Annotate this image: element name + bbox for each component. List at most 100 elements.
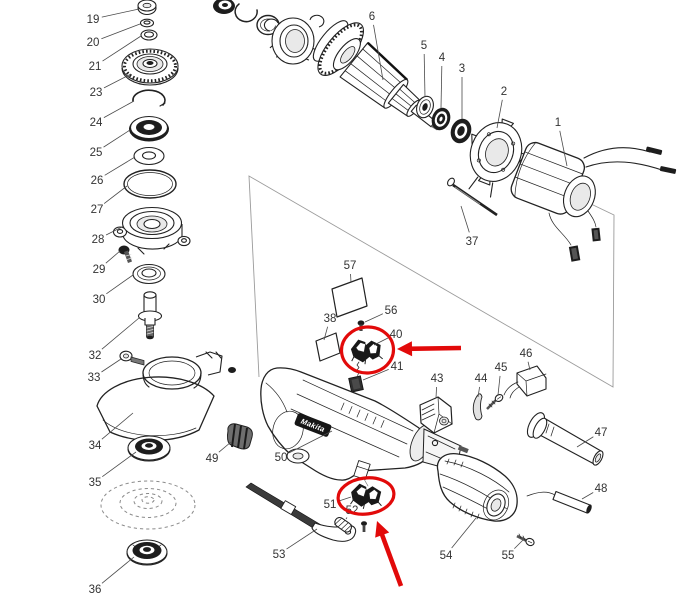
part-grinding-wheel-dashed	[100, 480, 196, 530]
part-5-bearing-retainer	[416, 95, 434, 119]
part-29-screw	[118, 245, 133, 263]
callout-44: 44	[475, 373, 488, 385]
leader-line-4	[440, 65, 443, 109]
leader-line-51	[338, 496, 352, 502]
part-40-brush-holder	[349, 337, 384, 366]
leader-line-48	[581, 492, 594, 500]
part-top-bearing	[213, 0, 235, 14]
callout-50: 50	[275, 452, 288, 464]
highlight-circle-lower-brush-holder	[336, 476, 396, 516]
callout-20: 20	[87, 37, 100, 49]
leader-line-29	[105, 250, 121, 264]
callout-41: 41	[391, 361, 404, 373]
leader-line-23	[103, 73, 132, 89]
leader-line-33	[101, 358, 122, 373]
callout-35: 35	[89, 477, 102, 489]
part-43-switch	[419, 396, 453, 434]
callout-57: 57	[344, 260, 357, 272]
part-34-wheel-guard	[96, 351, 236, 442]
callout-53: 53	[273, 549, 286, 561]
leader-line-53	[286, 528, 318, 550]
part-small-screw	[361, 521, 367, 532]
callout-29: 29	[93, 264, 106, 276]
part-55-screw	[516, 533, 535, 547]
part-48-sleeve	[526, 490, 592, 514]
part-44-lever	[472, 393, 483, 421]
callout-43: 43	[431, 373, 444, 385]
leader-line-24	[103, 100, 135, 118]
callout-leader-lines	[101, 8, 594, 584]
part-1-field-coil	[510, 141, 677, 262]
part-38-label-sticker	[315, 332, 341, 362]
callout-25: 25	[90, 147, 103, 159]
part-24-ring-spring	[132, 89, 166, 107]
leader-line-43	[435, 386, 437, 399]
callout-4: 4	[439, 52, 446, 64]
part-46-capacitor	[503, 365, 547, 399]
part-47-side-handle	[526, 412, 604, 466]
callout-3: 3	[459, 63, 465, 75]
part-49-cap	[226, 423, 253, 450]
callout-28: 28	[92, 234, 105, 246]
highlight-arrow-upper-shaft	[406, 345, 462, 352]
leader-line-49	[218, 441, 232, 453]
leader-line-2	[496, 99, 503, 129]
leader-line-37	[460, 205, 470, 233]
leader-line-1	[559, 130, 568, 167]
highlight-arrow-upper-head	[397, 341, 413, 357]
callout-23: 23	[90, 87, 103, 99]
leader-line-55	[514, 539, 524, 549]
part-54-rear-cover	[436, 453, 518, 522]
callout-47: 47	[595, 427, 608, 439]
part-45-screw	[486, 393, 504, 410]
part-4-ball-bearing	[431, 107, 451, 131]
part-30-ring-washer	[132, 263, 166, 285]
part-19-nut	[137, 0, 157, 16]
red-highlight-annotations	[336, 325, 462, 587]
leader-line-28	[105, 225, 125, 236]
leader-line-26	[104, 156, 136, 176]
leader-line-46	[527, 361, 531, 371]
callout-36: 36	[89, 584, 102, 596]
leader-line-47	[576, 436, 594, 448]
leader-line-25	[103, 129, 131, 148]
callout-54: 54	[440, 550, 453, 562]
leader-line-27	[103, 185, 128, 204]
callout-21: 21	[89, 61, 102, 73]
leader-line-45	[497, 375, 501, 396]
callout-51: 51	[324, 499, 337, 511]
callout-5: 5	[421, 40, 427, 52]
part-57-label-sticker	[331, 277, 368, 318]
callout-24: 24	[90, 117, 103, 129]
highlight-arrow-lower-shaft	[378, 529, 404, 587]
callout-27: 27	[91, 204, 104, 216]
part-2-baffle-plate	[468, 118, 527, 198]
part-top-circlip	[234, 3, 258, 23]
part-37-screw-rod	[447, 177, 498, 217]
assembly-boundary-lines	[248, 175, 615, 388]
leader-line-34	[101, 412, 134, 440]
callout-49: 49	[206, 453, 219, 465]
part-25-ball-bearing	[129, 115, 169, 142]
callout-33: 33	[88, 372, 101, 384]
leader-line-32	[101, 317, 140, 350]
part-top-fan-baffle	[263, 14, 325, 65]
part-36-lock-nut	[126, 539, 168, 566]
callout-38: 38	[324, 313, 337, 325]
callout-32: 32	[89, 350, 102, 362]
part-6-armature	[312, 20, 441, 131]
callout-26: 26	[91, 175, 104, 187]
callout-46: 46	[520, 348, 533, 360]
leader-line-30	[106, 274, 134, 295]
leader-line-21	[102, 35, 142, 62]
callout-30: 30	[93, 294, 106, 306]
leader-line-5	[423, 53, 426, 98]
leader-line-20	[101, 23, 141, 40]
callout-1: 1	[555, 117, 561, 129]
callout-2: 2	[501, 86, 507, 98]
leader-line-41	[362, 369, 389, 381]
leader-line-40	[373, 337, 389, 346]
part-21-ring	[140, 29, 158, 41]
callout-19: 19	[87, 14, 100, 26]
